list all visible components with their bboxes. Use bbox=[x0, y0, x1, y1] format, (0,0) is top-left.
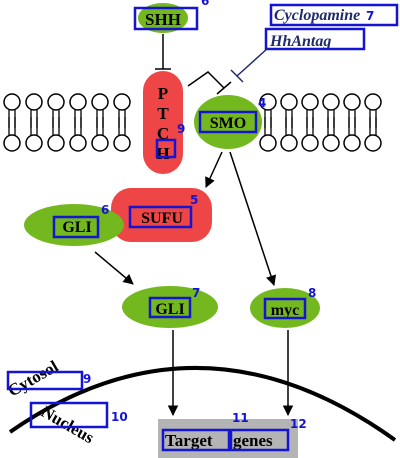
cytosol-label: Cytosol bbox=[5, 356, 62, 400]
inhibitor-labels: Cyclopamine HhAntag bbox=[264, 3, 399, 51]
marker-ptch: 9 bbox=[177, 122, 185, 136]
inhibitor-hhantag: HhAntag bbox=[269, 33, 331, 50]
lipid bbox=[47, 93, 65, 152]
marker-inhibitor: 7 bbox=[366, 9, 374, 23]
marker-target: 11 bbox=[232, 411, 249, 425]
marker-genes: 12 bbox=[290, 417, 307, 431]
smo-node: SMO bbox=[194, 95, 262, 149]
lipid bbox=[91, 93, 109, 152]
lipid bbox=[25, 93, 43, 152]
lipid bbox=[280, 93, 298, 152]
ptch-node: P T C H bbox=[143, 71, 183, 174]
target-label: Target bbox=[165, 431, 213, 450]
lipid bbox=[259, 93, 277, 152]
lipid bbox=[113, 93, 131, 152]
marker-nucleus: 10 bbox=[111, 410, 128, 424]
myc-node: myc bbox=[250, 288, 320, 328]
sufu-node: SUFU bbox=[111, 188, 212, 242]
gli-free-label: GLI bbox=[155, 301, 184, 318]
lipid bbox=[69, 93, 87, 152]
gli-bound-label: GLI bbox=[62, 219, 91, 236]
sufu-label: SUFU bbox=[141, 210, 183, 227]
gli-bound-node: GLI bbox=[24, 204, 124, 246]
marker-myc: 8 bbox=[308, 286, 316, 300]
ptch-letter-p: P bbox=[158, 84, 168, 103]
shh-label: SHH bbox=[145, 10, 181, 29]
marker-gli-free: 7 bbox=[192, 286, 200, 300]
inhibitor-cyclopamine: Cyclopamine bbox=[274, 7, 360, 24]
marker-gli-bound: 6 bbox=[101, 203, 109, 217]
nucleus-label: Nucleus bbox=[38, 402, 98, 447]
ptch-letter-h: H bbox=[156, 144, 169, 163]
genes-label: genes bbox=[233, 431, 273, 450]
lipid bbox=[3, 93, 21, 152]
gli-free-node: GLI bbox=[122, 286, 218, 328]
marker-smo: 4 bbox=[258, 96, 266, 110]
ptch-letter-c: C bbox=[157, 124, 169, 143]
ptch-letter-t: T bbox=[157, 104, 169, 123]
lipid bbox=[301, 93, 319, 152]
marker-shh: 6 bbox=[201, 0, 209, 8]
lipid bbox=[322, 93, 340, 152]
cell-membrane bbox=[3, 93, 382, 152]
marker-cytosol: 9 bbox=[83, 372, 91, 386]
target-genes-node: Target genes bbox=[158, 419, 298, 458]
shh-node: SHH bbox=[133, 3, 199, 33]
marker-sufu: 5 bbox=[190, 193, 198, 207]
lipid bbox=[364, 93, 382, 152]
lipid bbox=[343, 93, 361, 152]
nuclear-membrane bbox=[8, 366, 397, 442]
smo-label: SMO bbox=[210, 115, 246, 132]
myc-label: myc bbox=[271, 302, 299, 319]
